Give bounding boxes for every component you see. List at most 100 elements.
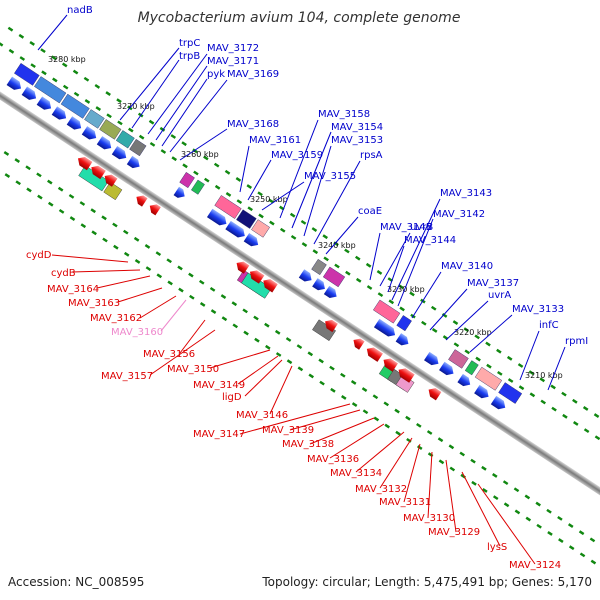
tick-dot: [133, 236, 140, 242]
tick-dot: [167, 280, 173, 286]
tick-dot: [123, 251, 130, 257]
tick-dot: [25, 165, 31, 171]
tick-dot: [384, 423, 390, 429]
leader-line: [427, 451, 433, 519]
tick-dot: [72, 69, 79, 75]
reverse-arrow: [91, 165, 106, 180]
gene-label: MAV_3157: [101, 371, 153, 382]
leader-line: [279, 119, 319, 219]
tick-dot: [322, 234, 328, 240]
tick-dot: [377, 292, 384, 298]
leader-line: [269, 365, 293, 415]
tick-dot: [264, 322, 270, 328]
gene-label: MAV_3140: [441, 261, 493, 272]
tick-dot: [134, 259, 141, 264]
tick-dot: [394, 408, 400, 414]
gene-label: MAV_3143: [440, 188, 492, 199]
tick-dot: [557, 515, 563, 521]
leader-line: [519, 330, 540, 381]
gene-label: MAV_3169: [227, 69, 279, 80]
leader-line: [161, 78, 208, 147]
leader-line: [51, 254, 129, 263]
tick-dot: [188, 272, 194, 278]
reverse-arrow: [263, 279, 278, 293]
tick-dot: [15, 180, 21, 186]
tick-dot: [430, 305, 437, 311]
tick-dot: [123, 229, 129, 235]
tick-dot: [178, 287, 184, 293]
gene-label: MAV_3154: [331, 122, 383, 133]
tick-dot: [275, 352, 282, 357]
tick-dot: [323, 256, 329, 262]
gene-label: MAV_3161: [249, 135, 301, 146]
tick-dot: [36, 172, 42, 178]
forward-arrow: [490, 395, 506, 410]
tick-dot: [102, 237, 108, 243]
kbp-mark: 3210 kbp: [525, 371, 563, 380]
tick-dot: [58, 208, 65, 214]
tick-dot: [286, 359, 293, 365]
leader-line: [547, 346, 566, 391]
tick-dot: [52, 77, 58, 83]
tick-dot: [365, 262, 372, 268]
reverse-arrow: [249, 270, 265, 284]
gene-label: MAV_3131: [379, 497, 431, 508]
leader-line: [369, 232, 381, 281]
tick-dot: [246, 184, 253, 190]
reverse-arrow: [325, 319, 338, 333]
genome-backbone: [0, 59, 600, 517]
leader-line: [325, 216, 359, 255]
tick-dot: [362, 409, 369, 415]
tick-dot: [117, 120, 123, 126]
kbp-mark: 3270 kbp: [117, 102, 155, 111]
gene-label: rpsA: [360, 150, 383, 161]
tick-dot: [290, 234, 297, 240]
tick-dot: [482, 488, 488, 493]
kbp-mark: 3230 kbp: [387, 285, 425, 294]
gene-label: MAV_3133: [512, 304, 564, 315]
tick-dot: [148, 119, 155, 125]
tick-dot: [236, 199, 243, 205]
forward-arrow: [424, 351, 439, 366]
tick-dot: [372, 394, 379, 400]
kbp-mark: 3280 kbp: [48, 55, 86, 64]
tick-dot: [311, 227, 318, 232]
tick-dot: [475, 356, 481, 362]
leader-line: [179, 319, 206, 354]
tick-dot: [514, 509, 521, 515]
leader-line: [169, 79, 228, 153]
gene-label: MAV_3155: [304, 171, 356, 182]
tick-dot: [171, 156, 177, 162]
tick-dot: [61, 62, 68, 68]
tick-dot: [170, 134, 177, 139]
tick-dot: [318, 358, 324, 364]
leader-line: [71, 269, 141, 273]
gene-label: MAV_3145: [380, 222, 432, 233]
tick-dot: [213, 162, 220, 168]
tick-dot: [247, 206, 253, 212]
tick-dot: [395, 430, 401, 436]
gene-label: uvrA: [488, 290, 511, 301]
tick-dot: [427, 452, 434, 458]
forward-arrow: [395, 333, 409, 346]
tick-dot: [254, 337, 260, 343]
gene-block-forward: [179, 171, 195, 189]
tick-dot: [220, 294, 227, 299]
leader-line: [239, 145, 250, 193]
kbp-mark: 3240 kbp: [318, 241, 356, 250]
tick-dot: [562, 413, 568, 419]
gene-label: cydD: [26, 250, 52, 261]
tick-dot: [535, 501, 541, 507]
tick-dot: [350, 380, 357, 385]
tick-dot: [269, 220, 275, 226]
tick-dot: [257, 191, 263, 197]
tick-dot: [388, 299, 395, 305]
forward-arrow: [206, 208, 227, 226]
gene-block-forward: [14, 62, 40, 86]
tick-dot: [573, 421, 579, 426]
forward-arrow: [173, 186, 185, 198]
gene-block-forward: [60, 93, 90, 119]
kbp-mark: 3220 kbp: [454, 328, 492, 337]
tick-dot: [474, 334, 480, 340]
